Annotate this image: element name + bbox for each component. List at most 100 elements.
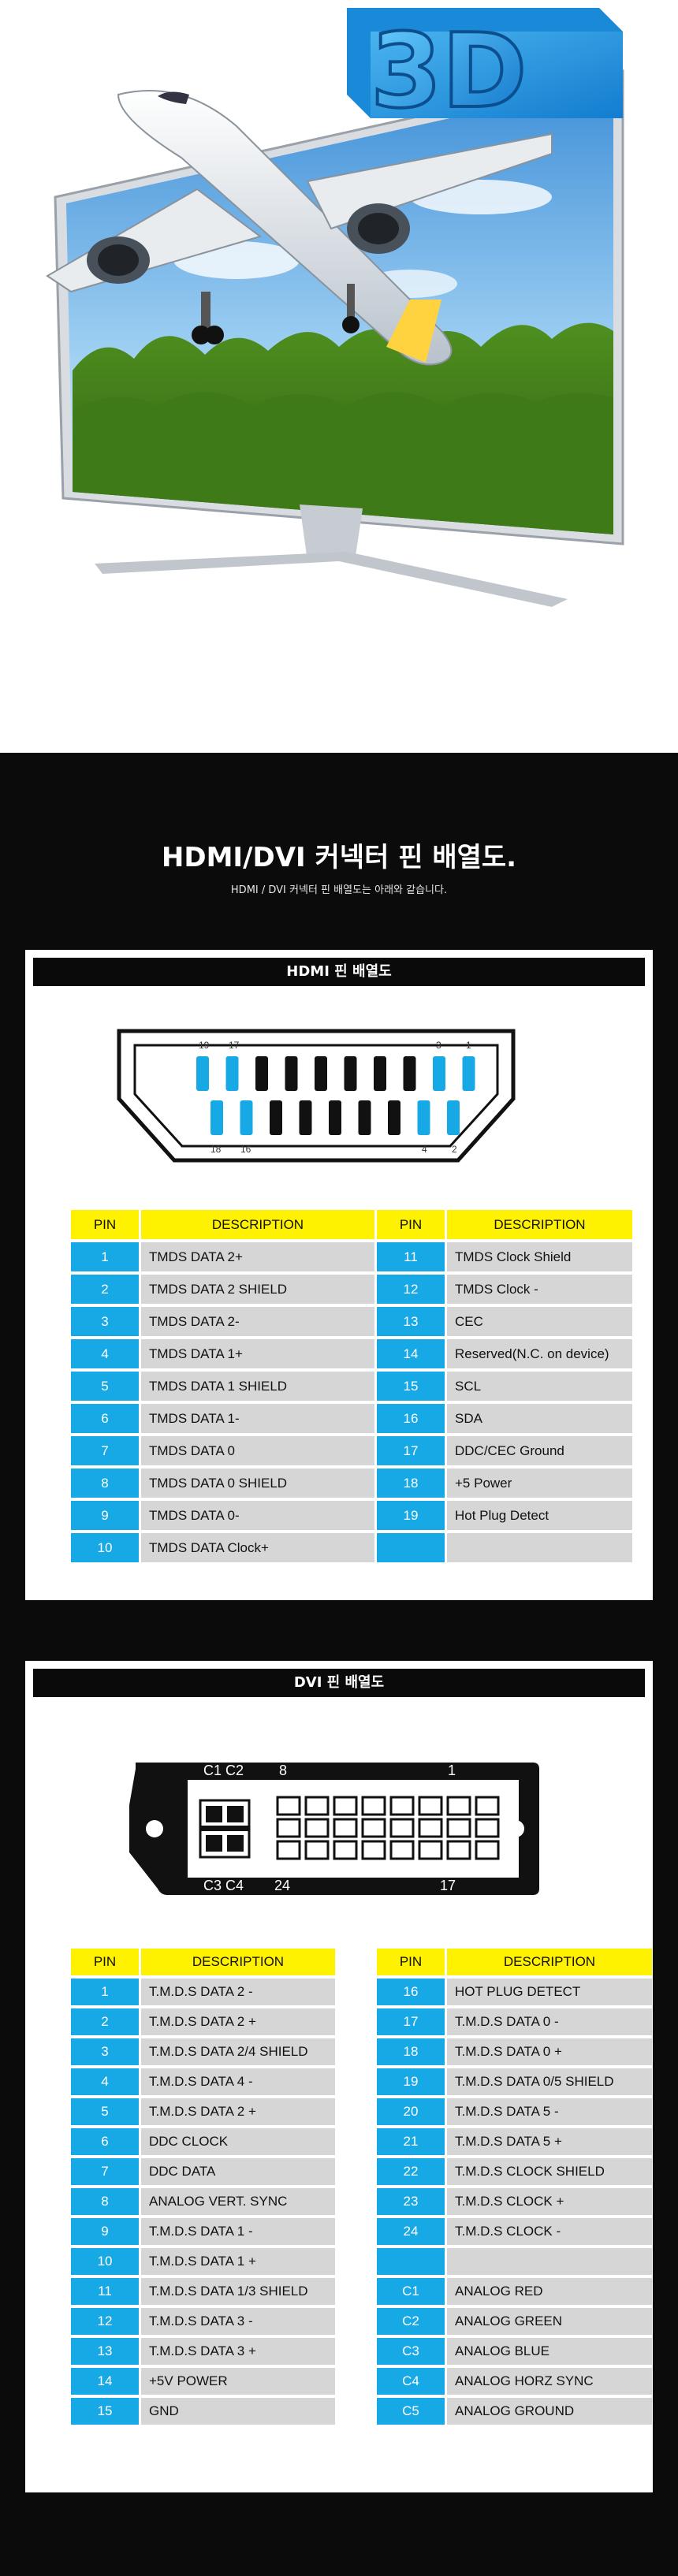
pin-cell: 15 [377,1372,445,1401]
pin-cell: 14 [71,2368,139,2395]
dvi-pin [333,1818,358,1838]
description-cell: TMDS DATA Clock+ [141,1533,374,1562]
hdmi-pin [225,1056,239,1091]
hdmi-label-19: 19 [199,1040,210,1051]
description-header: DESCRIPTION [141,1949,335,1975]
dvi-label-8: 8 [279,1763,287,1778]
dvi-pin [333,1796,358,1816]
pin-cell: 23 [377,2188,445,2215]
description-cell: T.M.D.S DATA 4 - [141,2068,335,2095]
dvi-pin [475,1796,500,1816]
dvi-pin [418,1840,443,1860]
description-cell: T.M.D.S DATA 2/4 SHIELD [141,2038,335,2065]
description-cell: SDA [447,1404,632,1433]
description-cell: ANALOG GROUND [447,2398,652,2425]
description-cell: ANALOG VERT. SYNC [141,2188,335,2215]
dvi-pin [475,1818,500,1838]
hdmi-pin [315,1056,327,1091]
pin-cell: 4 [71,1339,139,1368]
description-cell: DDC/CEC Ground [447,1436,632,1465]
hdmi-pin [417,1100,430,1135]
pin-cell: C2 [377,2308,445,2335]
pin-cell: 10 [71,1533,139,1562]
description-cell: T.M.D.S DATA 0/5 SHIELD [447,2068,652,2095]
hdmi-pin [358,1100,371,1135]
description-cell: Reserved(N.C. on device) [447,1339,632,1368]
dvi-pin [446,1796,471,1816]
hdmi-pin [196,1056,209,1091]
pin-cell: 10 [71,2248,139,2275]
dvi-label-c1c2: C1 C2 [203,1763,244,1778]
pin-cell: 16 [377,1979,445,2005]
pin-cell: 12 [71,2308,139,2335]
hdmi-pins-top [196,1056,475,1091]
pin-cell: 13 [377,1307,445,1336]
dvi-pin [333,1840,358,1860]
description-header: DESCRIPTION [141,1210,374,1239]
description-cell: ANALOG HORZ SYNC [447,2368,652,2395]
pin-header: PIN [377,1949,445,1975]
description-cell: Hot Plug Detect [447,1501,632,1530]
hero-banner: 3D [0,0,678,753]
hdmi-pin [285,1056,298,1091]
pin-cell: 13 [71,2338,139,2365]
description-cell: ANALOG RED [447,2278,652,2305]
hdmi-pin [374,1056,386,1091]
pin-cell: 1 [71,1979,139,2005]
pin-cell: 19 [377,1501,445,1530]
pin-cell: 18 [377,1469,445,1498]
hero-illustration: 3D [46,8,624,607]
pin-cell: C5 [377,2398,445,2425]
pin-cell: 3 [71,2038,139,2065]
pin-cell: 7 [71,1436,139,1465]
pin-cell: 15 [71,2398,139,2425]
hdmi-pin [388,1100,400,1135]
description-cell: TMDS DATA 0 SHIELD [141,1469,374,1498]
description-cell: T.M.D.S DATA 1 - [141,2218,335,2245]
hdmi-label-3: 3 [436,1040,441,1051]
pin-header: PIN [71,1210,139,1239]
description-cell: TMDS DATA 2- [141,1307,374,1336]
description-cell: ANALOG GREEN [447,2308,652,2335]
pin-cell: 11 [71,2278,139,2305]
dvi-pin [276,1840,301,1860]
description-cell: TMDS DATA 0- [141,1501,374,1530]
description-cell: T.M.D.S DATA 2 - [141,1979,335,2005]
dvi-connector-diagram: C1 C2 8 1 C5 C3 C4 24 17 [129,1763,539,1895]
pin-cell [377,2248,445,2275]
description-cell: DDC DATA [141,2158,335,2185]
pin-cell: 9 [71,2218,139,2245]
hdmi-label-16: 16 [240,1144,251,1155]
hdmi-label-1: 1 [466,1040,471,1051]
description-cell: T.M.D.S DATA 5 - [447,2098,652,2125]
hdmi-label-18: 18 [210,1144,222,1155]
pin-cell: 1 [71,1242,139,1271]
pin-cell: 17 [377,1436,445,1465]
pin-cell: C3 [377,2338,445,2365]
pin-cell: 6 [71,2128,139,2155]
hdmi-label-17: 17 [229,1040,240,1051]
description-cell: TMDS Clock - [447,1275,632,1304]
description-cell: TMDS DATA 0 [141,1436,374,1465]
pin-cell: 12 [377,1275,445,1304]
description-cell: T.M.D.S DATA 1/3 SHIELD [141,2278,335,2305]
dvi-pins [276,1796,500,1860]
dvi-pin [475,1840,500,1860]
pin-cell: 14 [377,1339,445,1368]
pin-cell: 3 [71,1307,139,1336]
